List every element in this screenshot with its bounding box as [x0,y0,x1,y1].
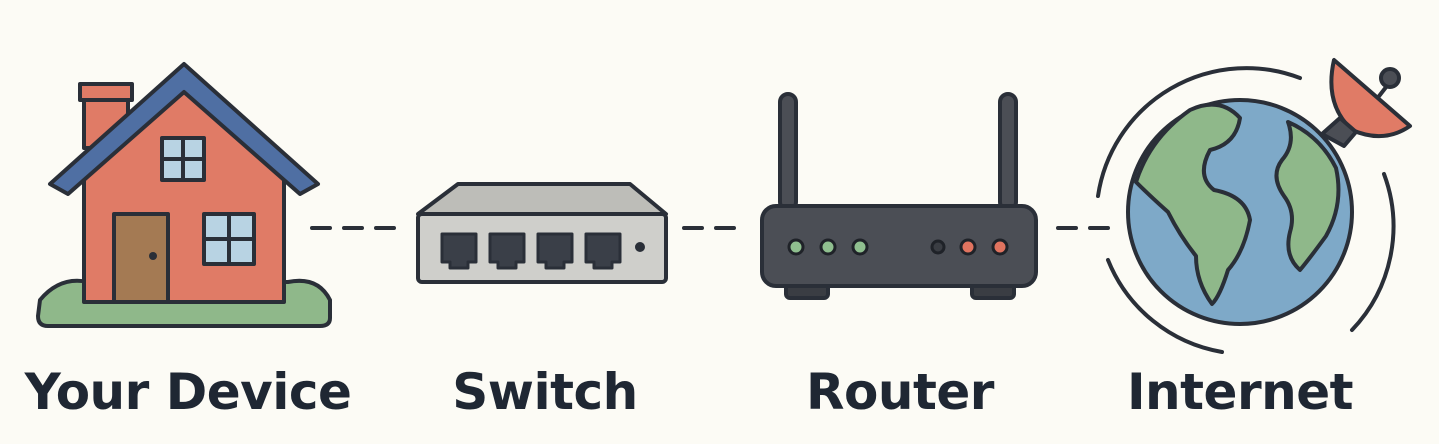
label-your-device: Your Device [24,363,352,421]
label-router: Router [806,363,994,421]
globe-icon [1096,58,1412,354]
house-icon [36,62,332,328]
switch-led [635,242,645,252]
switch-ports [440,232,622,270]
satellite-dish-icon [1320,58,1412,148]
router-leds [787,238,1009,256]
antenna-right [998,92,1018,212]
router-icon [760,92,1038,300]
network-switch-icon [416,182,668,284]
antenna-left [778,92,798,212]
label-internet: Internet [1126,363,1354,421]
label-switch: Switch [452,363,638,421]
